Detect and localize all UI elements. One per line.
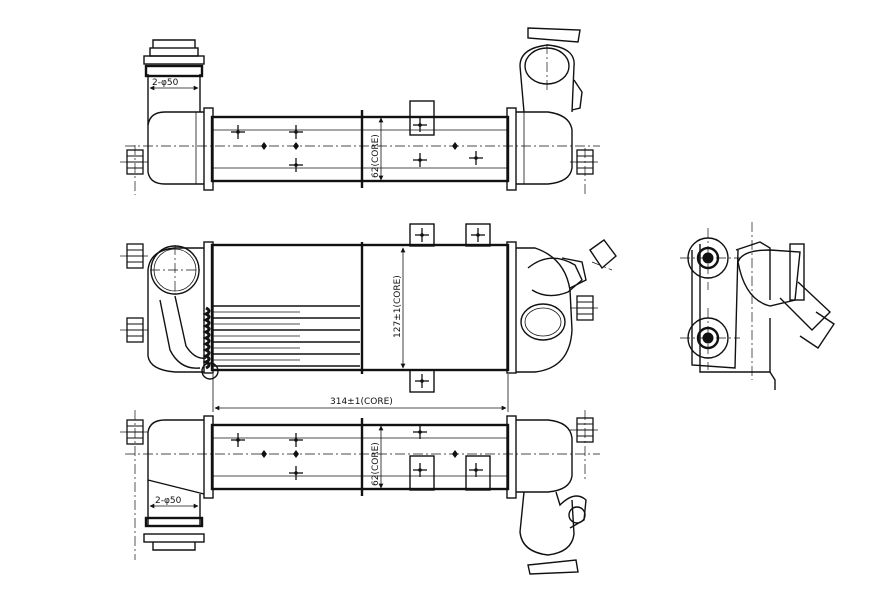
front-core-height-label: 127±1(CORE) [393,275,403,338]
core-width-label: 314±1(CORE) [330,397,393,407]
front-view: 127±1(CORE) 314±1(CORE) [120,223,617,412]
bottom-pipe-dia-label: 2-φ50 [155,496,182,506]
fin-tubes [202,305,360,370]
bottom-core-height-label: 62(CORE) [371,442,381,486]
top-view: 2-φ50 62(CORE) [120,27,600,196]
top-pipe-dia-label: 2-φ50 [152,78,179,88]
side-view [680,222,835,390]
top-core-height-label: 62(CORE) [371,134,381,178]
bottom-view: 2-φ50 62(CORE) [120,410,600,575]
